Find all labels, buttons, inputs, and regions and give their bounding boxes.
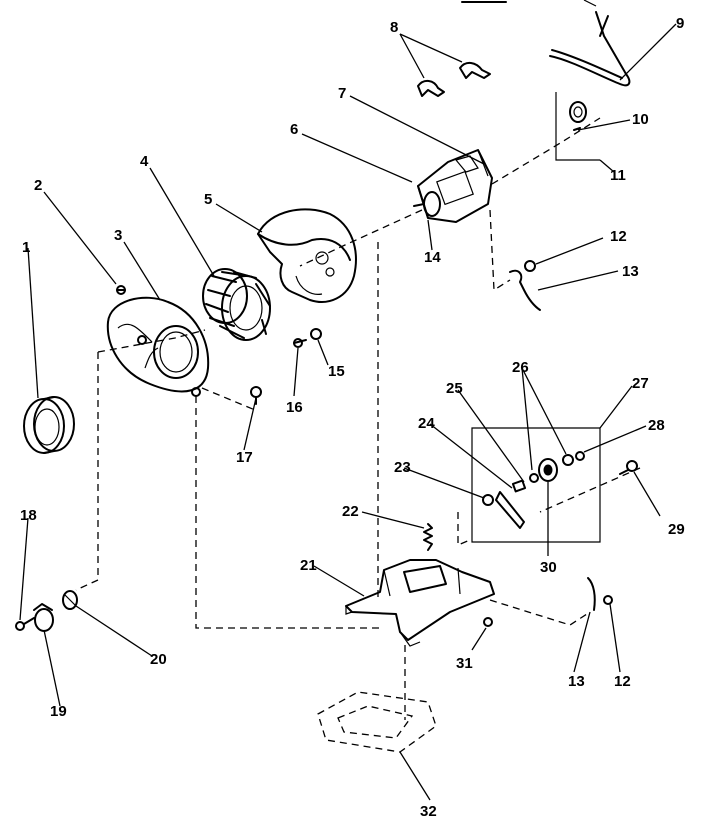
callout-29: 29 (668, 521, 685, 538)
callout-leaders (19, 23, 677, 801)
part-11-pulley-bracket (555, 92, 600, 161)
callout-22: 22 (342, 503, 359, 520)
callout-12-upper: 12 (610, 228, 627, 245)
callout-13-upper: 13 (622, 263, 639, 280)
callout-26: 26 (512, 359, 529, 376)
part-12-13-clips-upper (509, 260, 541, 311)
part-22-spring (423, 523, 433, 551)
part-6-motor (413, 149, 493, 223)
top-edge-fragments (461, 0, 597, 7)
callout-19: 19 (50, 703, 67, 720)
callout-15: 15 (328, 363, 345, 380)
part-32-base-plate (317, 691, 437, 753)
callout-16: 16 (286, 399, 303, 416)
callout-32: 32 (420, 803, 437, 820)
callout-labels: 1 2 3 4 5 6 7 8 9 10 11 12 13 14 15 16 1… (20, 15, 685, 820)
callout-20: 20 (150, 651, 167, 668)
callout-28: 28 (648, 417, 665, 434)
callout-27: 27 (632, 375, 649, 392)
callout-24: 24 (418, 415, 435, 432)
part-31-screw (483, 617, 493, 627)
callout-21: 21 (300, 557, 317, 574)
callout-10: 10 (632, 111, 649, 128)
part-5-blower-shroud (257, 208, 357, 303)
callout-11: 11 (610, 167, 626, 184)
part-23-30-idler-assembly (471, 427, 638, 543)
part-4-blower-wheel (202, 268, 271, 341)
callout-4: 4 (140, 153, 149, 170)
part-1-seal-ring (23, 396, 75, 454)
callout-7: 7 (338, 85, 346, 102)
callout-2: 2 (34, 177, 42, 194)
callout-6: 6 (290, 121, 298, 138)
part-9-drive-belt (549, 11, 631, 87)
part-3-housing-plate (106, 296, 210, 397)
part-15-16-17-hardware (250, 328, 322, 405)
callout-13-lower: 13 (568, 673, 585, 690)
assembly-dashed-lines (75, 117, 641, 720)
callout-12-lower: 12 (614, 673, 631, 690)
part-18-19-20-assembly (15, 590, 78, 632)
callout-25: 25 (446, 380, 463, 397)
callout-30: 30 (540, 559, 557, 576)
callout-31: 31 (456, 655, 473, 672)
part-8-belt-clips (417, 62, 491, 97)
callout-23: 23 (394, 459, 411, 476)
callout-5: 5 (204, 191, 212, 208)
part-2-screw (116, 285, 126, 295)
part-12-13-clips-lower (587, 577, 613, 611)
callout-17: 17 (236, 449, 253, 466)
callout-8: 8 (390, 19, 398, 36)
callout-1: 1 (22, 239, 30, 256)
callout-18: 18 (20, 507, 37, 524)
callout-14: 14 (424, 249, 441, 266)
callout-9: 9 (676, 15, 684, 32)
callout-3: 3 (114, 227, 122, 244)
part-21-motor-base (345, 559, 495, 647)
